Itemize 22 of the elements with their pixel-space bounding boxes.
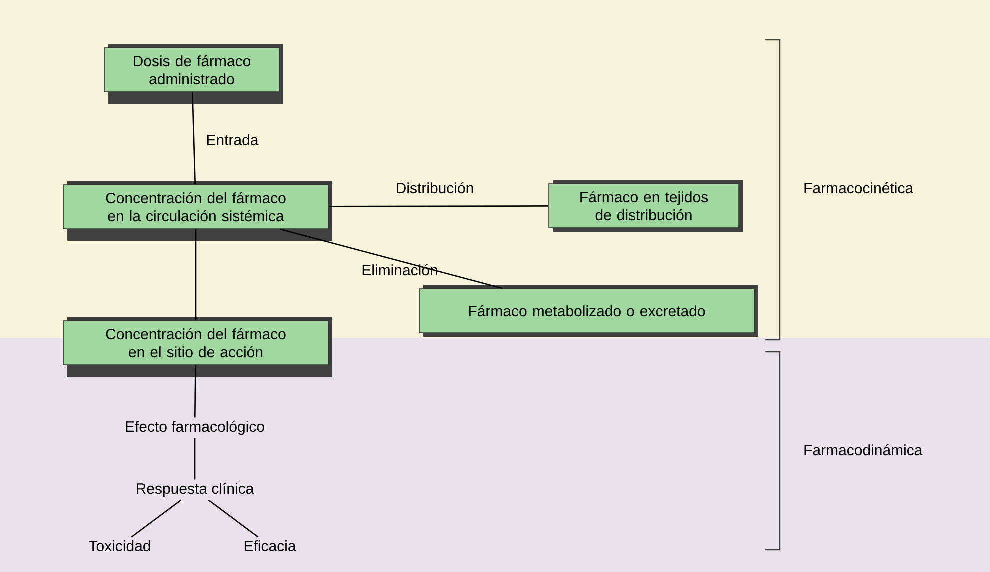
section-label: Farmacocinética [804, 182, 914, 194]
connector-line [208, 500, 259, 538]
process-box: Concentración del fármaco en el sitio de acción [63, 317, 332, 377]
text-label: Efecto farmacológico [126, 420, 264, 436]
edge-label: Entrada [207, 134, 259, 146]
connector-line [192, 92, 196, 185]
connector-line [280, 228, 503, 290]
edge-label: Eliminación [362, 264, 438, 276]
edge-label: Distribución [397, 182, 474, 194]
text-label: Eficacia [244, 540, 296, 552]
process-box: Fármaco en tejidos de distribución [548, 180, 743, 232]
text-label: Toxicidad [89, 540, 150, 552]
connector-line [195, 229, 197, 321]
process-box: Concentración del fármaco en la circulación sistémica [63, 181, 332, 241]
connector-line [194, 438, 196, 480]
connector-line [194, 365, 196, 418]
section-label: Farmacodinámica [804, 444, 923, 456]
connector-line [131, 500, 182, 538]
process-box: Fármaco metabolizado o excretado [419, 285, 758, 337]
connector-line [328, 206, 549, 208]
process-box: Dosis de fármaco administrado [104, 44, 284, 104]
text-label: Respuesta clínica [137, 482, 254, 498]
